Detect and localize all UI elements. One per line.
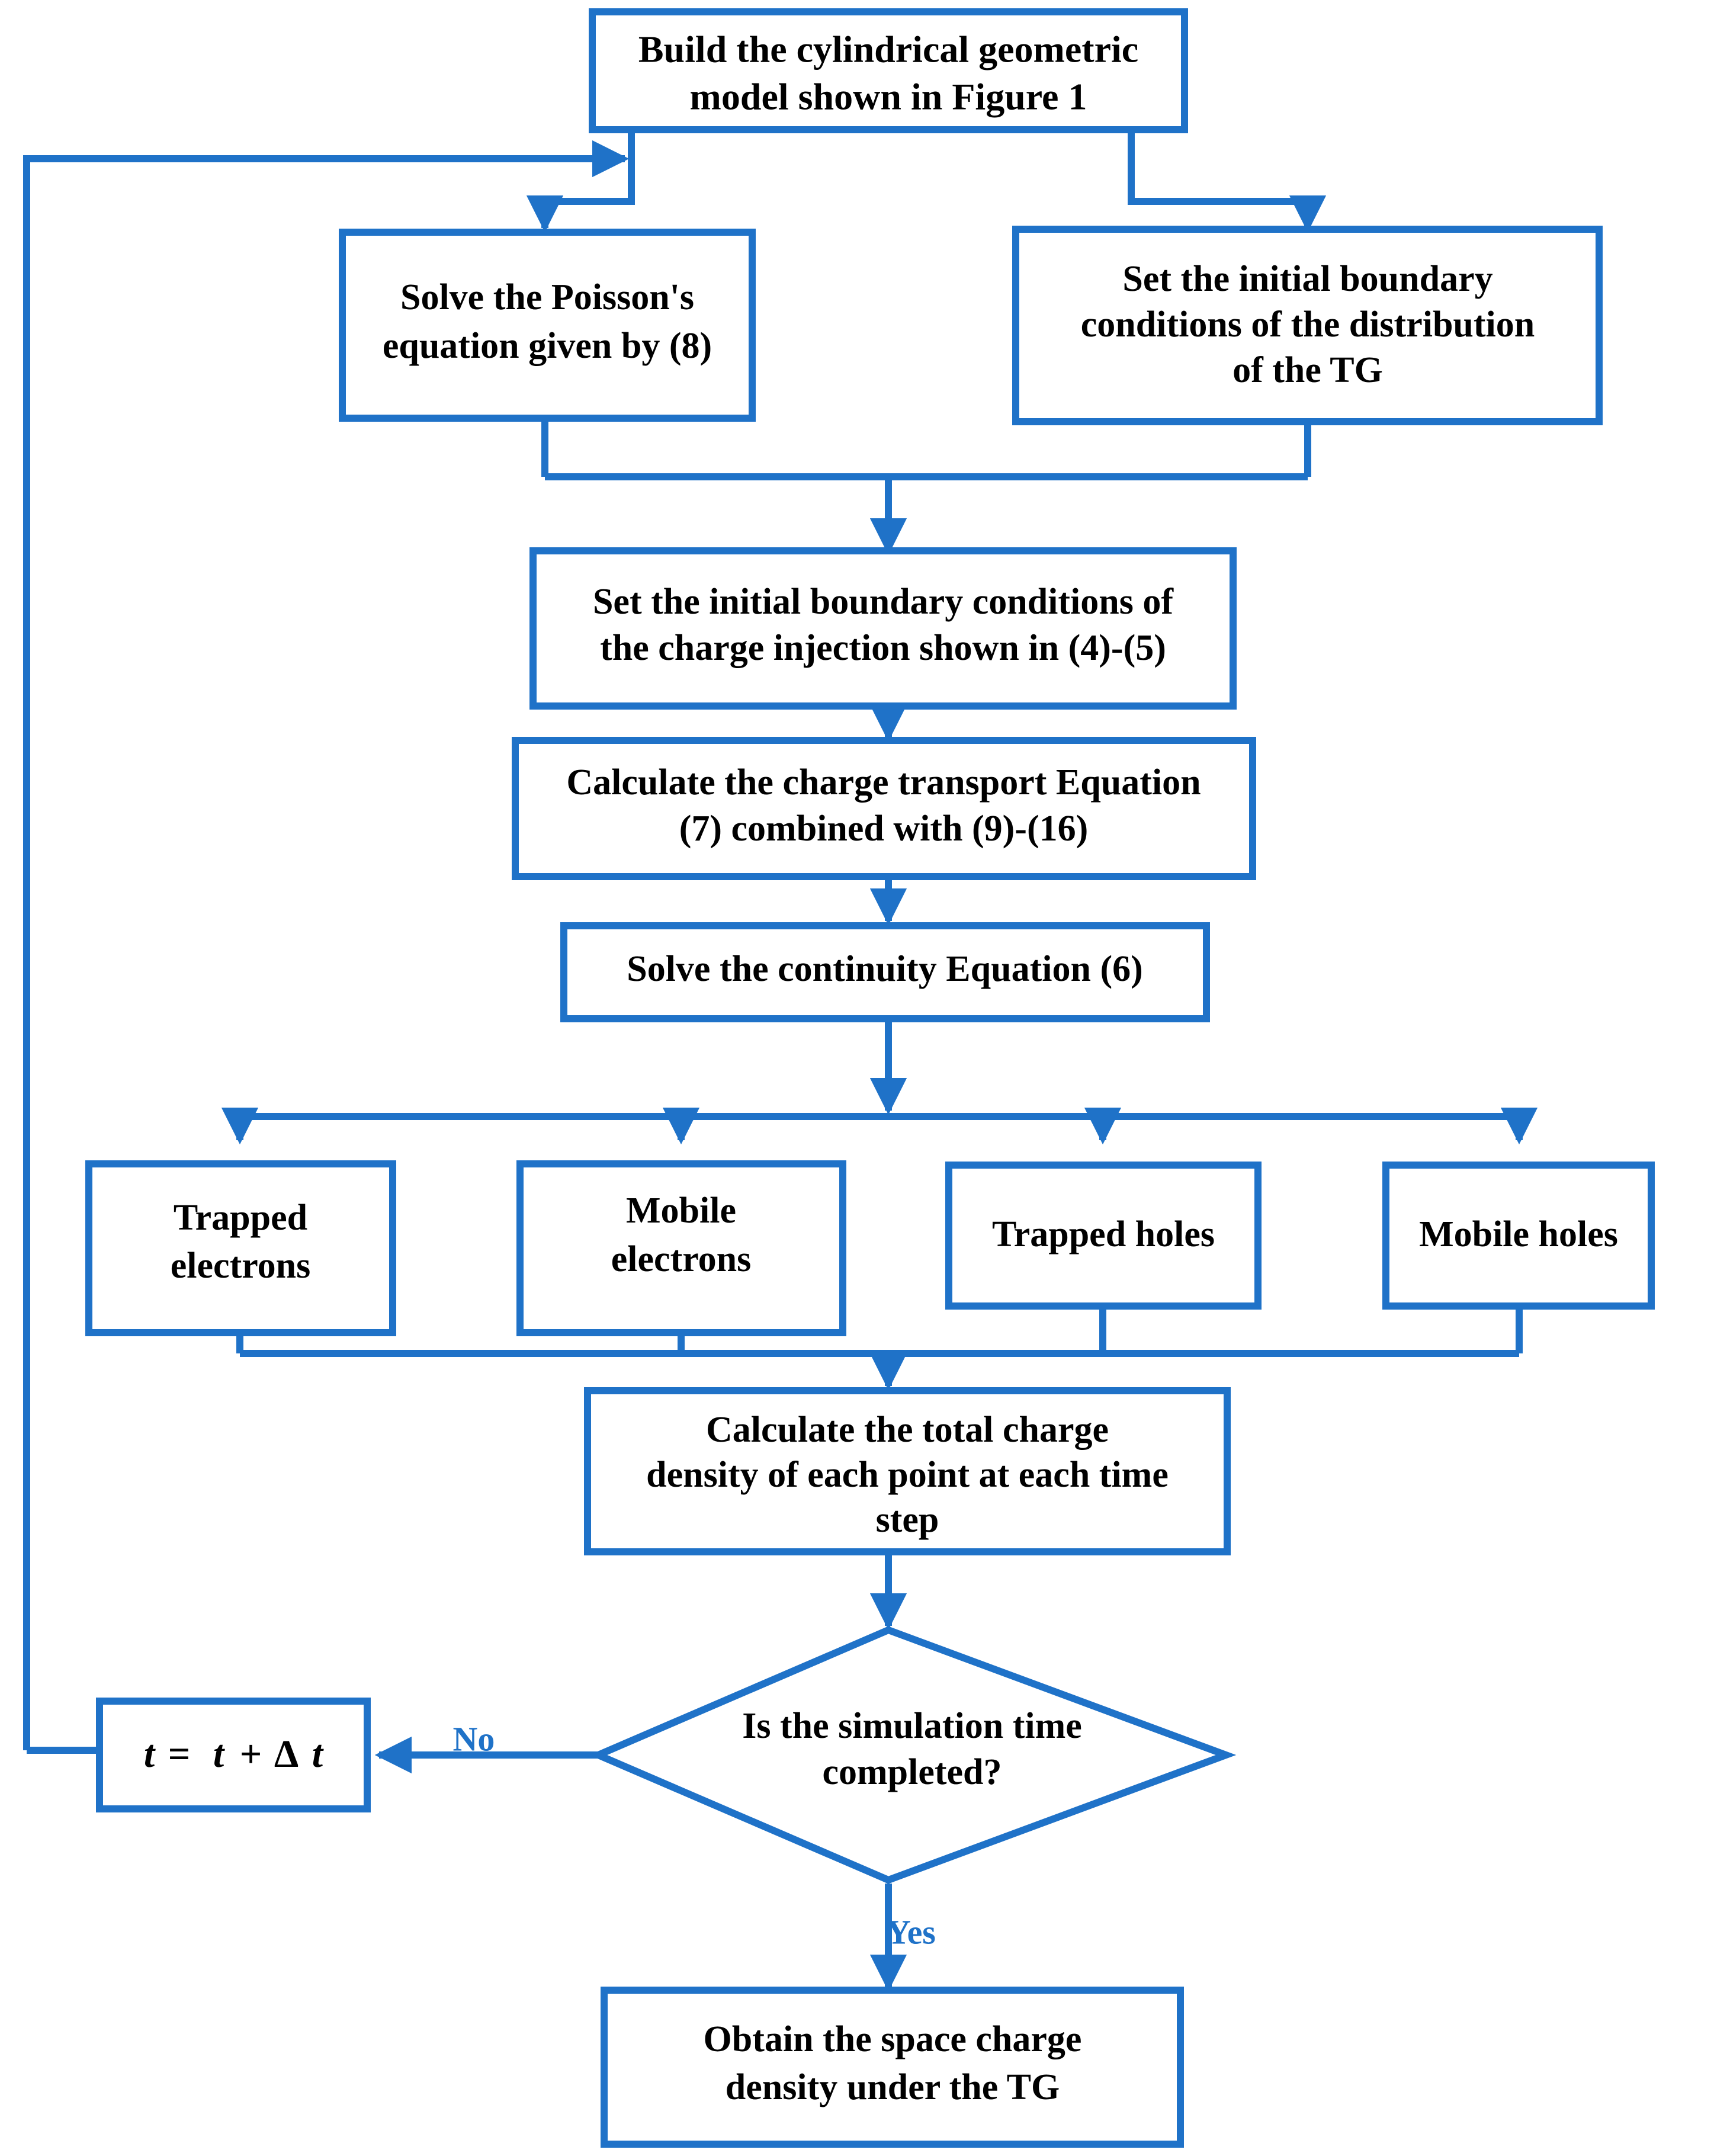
node-decision-sim-time-line-1: Is the simulation time — [742, 1706, 1082, 1746]
node-trapped-electrons-line-1: Trapped — [174, 1198, 307, 1238]
edge-label-yes: Yes — [886, 1913, 936, 1951]
node-build-model-shape — [589, 8, 1188, 133]
node-calc-total-density-line-2: density of each point at each time — [646, 1455, 1169, 1495]
edge-build-to-tg — [1128, 130, 1327, 233]
node-calc-total-density-line-1: Calculate the total charge — [706, 1410, 1109, 1450]
node-obtain-result[interactable]: Obtain the space charge density under th… — [601, 1987, 1184, 2148]
node-trapped-holes-shape — [945, 1162, 1262, 1310]
node-obtain-result-line-1: Obtain the space charge — [704, 2019, 1082, 2059]
node-obtain-result-line-2: density under the TG — [726, 2067, 1060, 2107]
node-trapped-electrons-shape — [85, 1160, 396, 1336]
edge-build-to-poisson — [526, 130, 635, 233]
node-solve-poisson-line-1: Solve the Poisson's — [400, 277, 694, 317]
node-trapped-electrons[interactable]: Trapped electrons — [85, 1160, 396, 1336]
node-solve-continuity[interactable]: Solve the continuity Equation (6) — [560, 922, 1210, 1022]
node-set-tg-boundary-line-3: of the TG — [1232, 350, 1383, 390]
node-solve-continuity-line-1: Solve the continuity Equation (6) — [627, 949, 1143, 989]
formula-eq: = — [168, 1732, 191, 1776]
node-calc-transport-line-1: Calculate the charge transport Equation — [566, 762, 1201, 803]
node-calc-transport-line-2: (7) combined with (9)-(16) — [679, 808, 1089, 849]
node-build-model[interactable]: Build the cylindrical geometric model sh… — [589, 8, 1188, 133]
node-decision-sim-time-line-2: completed? — [822, 1752, 1002, 1792]
edge-feedback-loop — [23, 140, 630, 1750]
node-set-injection-boundary-line-2: the charge injection shown in (4)-(5) — [600, 628, 1166, 668]
node-set-injection-boundary-line-1: Set the initial boundary conditions of — [593, 582, 1174, 622]
formula-t3: t — [312, 1732, 324, 1776]
node-mobile-electrons-line-2: electrons — [611, 1239, 751, 1279]
node-calc-total-density-shape — [584, 1387, 1231, 1555]
node-mobile-holes-line-1: Mobile holes — [1419, 1214, 1618, 1255]
node-mobile-holes-shape — [1382, 1162, 1655, 1310]
node-trapped-holes-line-1: Trapped holes — [992, 1214, 1215, 1255]
node-obtain-result-shape — [601, 1987, 1184, 2148]
edge-label-no: No — [453, 1719, 495, 1758]
formula-delta: Δ — [274, 1732, 298, 1776]
node-mobile-electrons-line-1: Mobile — [626, 1191, 736, 1231]
node-set-tg-boundary-line-1: Set the initial boundary — [1122, 259, 1492, 299]
node-solve-poisson[interactable]: Solve the Poisson's equation given by (8… — [339, 229, 756, 422]
node-set-injection-boundary[interactable]: Set the initial boundary conditions of t… — [529, 547, 1237, 710]
node-solve-poisson-shape — [339, 229, 756, 422]
node-set-tg-boundary-line-2: conditions of the distribution — [1081, 304, 1535, 345]
node-build-model-line-2: model shown in Figure 1 — [690, 76, 1087, 118]
node-decision-sim-time[interactable]: Is the simulation time completed? — [589, 1626, 1237, 1884]
node-mobile-electrons[interactable]: Mobile electrons — [516, 1160, 846, 1336]
node-time-step-formula: t = t + Δ t — [144, 1732, 324, 1776]
node-calc-transport[interactable]: Calculate the charge transport Equation … — [512, 737, 1256, 880]
connector-layer — [23, 130, 1538, 1992]
node-solve-poisson-line-2: equation given by (8) — [383, 326, 712, 366]
node-calc-transport-shape — [512, 737, 1256, 880]
node-trapped-electrons-line-2: electrons — [171, 1246, 310, 1286]
node-calc-total-density[interactable]: Calculate the total charge density of ea… — [584, 1387, 1231, 1555]
node-set-tg-boundary-shape — [1012, 226, 1603, 425]
node-set-tg-boundary[interactable]: Set the initial boundary conditions of t… — [1012, 226, 1603, 425]
formula-t2: t — [213, 1732, 225, 1776]
node-calc-total-density-line-3: step — [876, 1500, 939, 1540]
node-time-step-shape — [96, 1698, 371, 1812]
formula-t1: t — [144, 1732, 156, 1776]
node-mobile-electrons-shape — [516, 1160, 846, 1336]
node-build-model-line-1: Build the cylindrical geometric — [638, 28, 1138, 70]
node-trapped-holes[interactable]: Trapped holes — [945, 1162, 1262, 1310]
node-solve-continuity-shape — [560, 922, 1210, 1022]
node-mobile-holes[interactable]: Mobile holes — [1382, 1162, 1655, 1310]
node-decision-sim-time-shape — [589, 1626, 1237, 1884]
node-set-injection-boundary-shape — [529, 547, 1237, 710]
node-time-step[interactable]: t = t + Δ t — [96, 1698, 371, 1812]
formula-plus: + — [240, 1732, 262, 1776]
